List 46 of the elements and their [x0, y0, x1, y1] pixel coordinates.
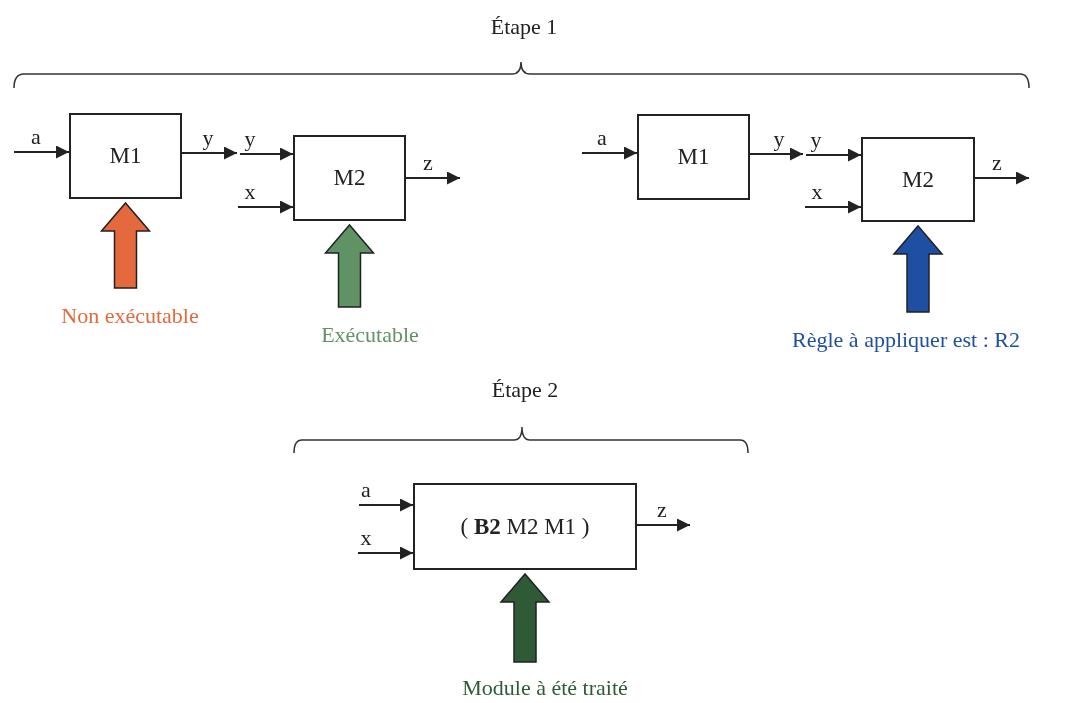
- arrow: [181, 146, 238, 160]
- block-arrow: [323, 223, 376, 308]
- step-title: Étape 2: [491, 377, 559, 403]
- block-arrow: [499, 572, 551, 663]
- status-text: Exécutable: [321, 322, 419, 348]
- edge-label: x: [360, 527, 372, 549]
- module-label: M1: [677, 144, 710, 170]
- arrow: [357, 546, 414, 560]
- module-box: [413, 483, 637, 570]
- step-title: Étape 1: [490, 14, 558, 40]
- edge-label: x: [811, 181, 823, 203]
- block-arrow: [892, 224, 944, 313]
- arrow: [13, 145, 70, 159]
- status-text: Module à été traité: [462, 675, 628, 701]
- arrow: [239, 147, 294, 161]
- edge-label: a: [31, 126, 41, 148]
- arrow: [581, 146, 638, 160]
- module-box: [69, 113, 182, 199]
- arrow: [749, 147, 804, 161]
- module-label: M2: [333, 165, 366, 191]
- edge-label: z: [423, 152, 433, 174]
- arrow: [974, 171, 1030, 185]
- block-arrow: [99, 201, 152, 289]
- arrow: [636, 518, 691, 532]
- arrow: [358, 498, 414, 512]
- module-label: ( B2 M2 M1 ): [460, 513, 590, 540]
- arrow: [237, 200, 294, 214]
- edge-label: y: [202, 127, 214, 149]
- edge-label: y: [773, 128, 785, 150]
- module-box: [293, 135, 406, 221]
- arrow: [805, 148, 862, 162]
- edge-label: z: [992, 152, 1002, 174]
- edge-label: a: [597, 127, 607, 149]
- edge-label: a: [361, 479, 371, 501]
- arrow: [804, 200, 862, 214]
- module-box: [861, 137, 975, 222]
- module-label: M1: [109, 143, 142, 169]
- arrow: [405, 171, 461, 185]
- edge-label: z: [657, 499, 667, 521]
- status-text: Règle à appliquer est : R2: [792, 327, 1020, 353]
- module-box: [637, 114, 750, 200]
- edge-label: y: [810, 129, 822, 151]
- module-label: M2: [902, 166, 934, 193]
- status-text: Non exécutable: [61, 303, 199, 329]
- edge-label: y: [244, 128, 256, 150]
- edge-label: x: [244, 181, 256, 203]
